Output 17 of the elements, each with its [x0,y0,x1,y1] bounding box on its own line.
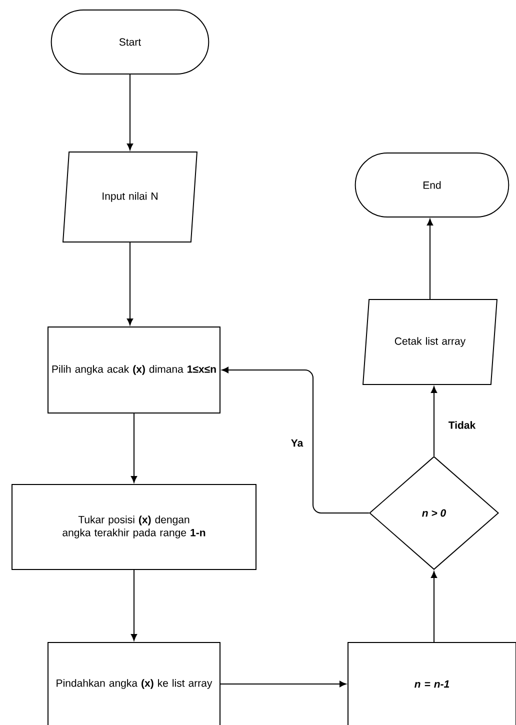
start-terminal: Start [50,10,210,74]
edge-label: Tidak [447,420,477,430]
arrow [430,386,438,456]
process-box: n = n-1 [348,642,516,725]
process-box: Tukar posisi (x) dengan angka terakhir pada range 1-n [12,484,256,570]
arrow [126,242,134,326]
process-box: Pindahkan angka (x) ke list array [48,642,220,725]
arrow [130,413,138,483]
end-terminal: End [354,152,510,218]
arrow [430,571,438,642]
edge-label: Ya [290,438,304,448]
arrow [126,74,134,150]
arrow [426,218,434,300]
process-box: Pilih angka acak (x) dimana 1≤x≤n [48,326,220,414]
arrow [130,570,138,641]
arrow [222,366,370,514]
arrow [220,680,346,688]
